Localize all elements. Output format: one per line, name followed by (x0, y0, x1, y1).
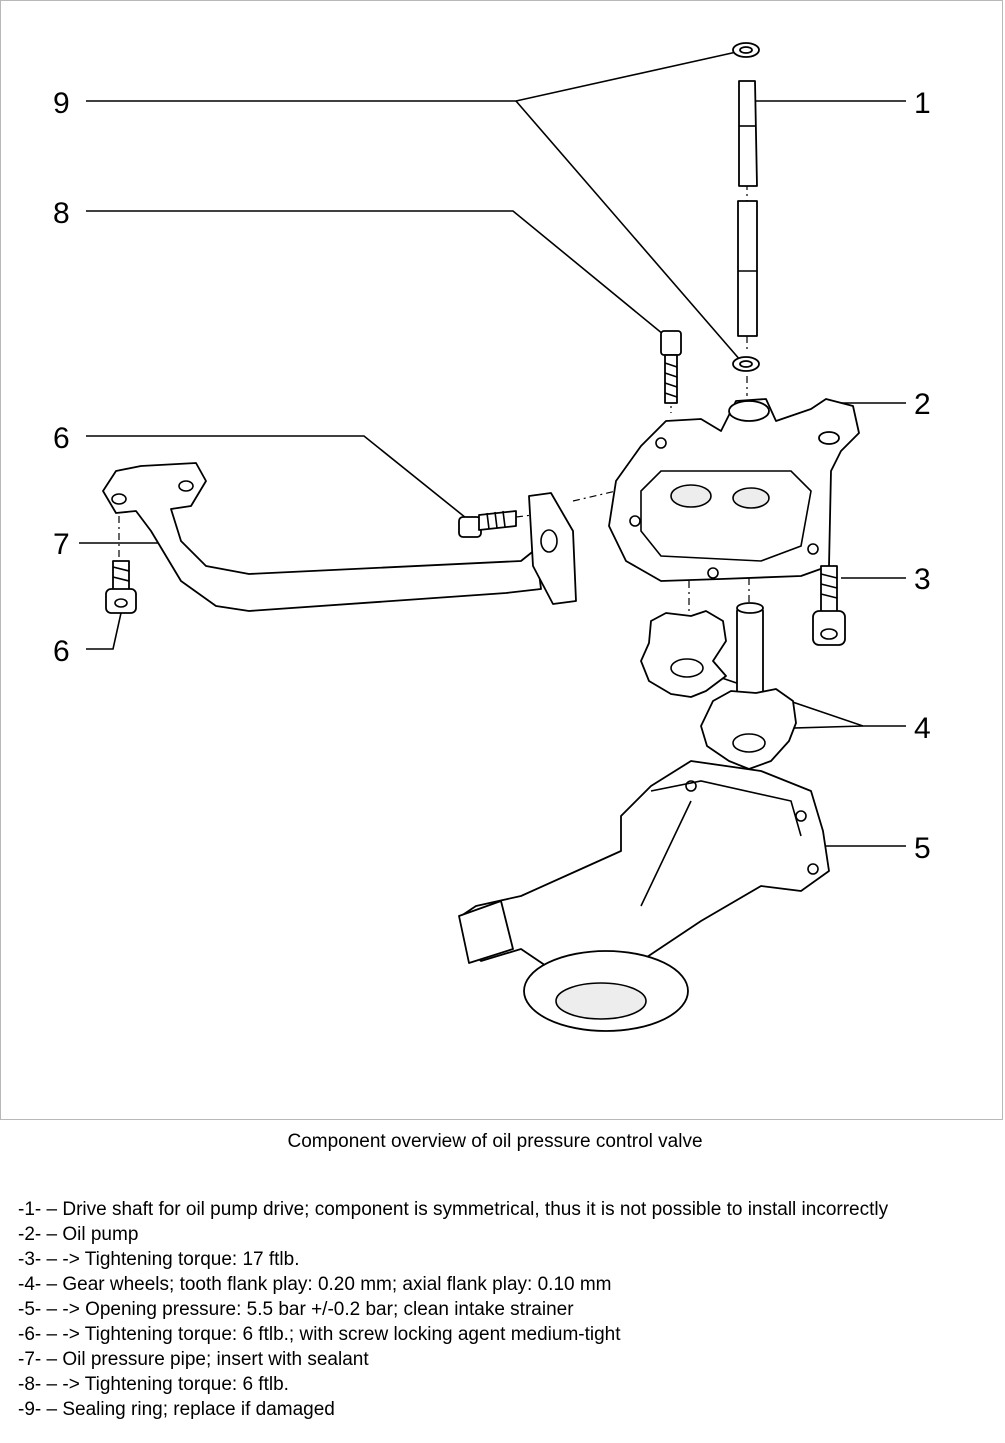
gear-shaft (736, 602, 764, 704)
legend-item: -5- – -> Opening pressure: 5.5 bar +/-0.… (18, 1297, 888, 1322)
callout-2: 2 (914, 388, 931, 421)
legend-id: -5- (18, 1299, 42, 1320)
valve-housing (458, 760, 830, 1032)
legend-text: – -> Opening pressure: 5.5 bar +/-0.2 ba… (46, 1299, 574, 1320)
legend-item: -2- – Oil pump (18, 1222, 888, 1247)
callout-4: 4 (914, 712, 931, 745)
bolt-6-vertical (105, 560, 137, 614)
gear-wheel-upper (640, 610, 727, 698)
legend-id: -1- (18, 1199, 42, 1220)
exploded-view-drawing: 9 8 6 7 6 1 2 3 4 5 (53, 42, 931, 1032)
legend-text: – Oil pressure pipe; insert with sealant (46, 1349, 369, 1370)
legend-id: -7- (18, 1349, 42, 1370)
legend-text: – -> Tightening torque: 6 ftlb. (46, 1374, 289, 1395)
legend-item: -9- – Sealing ring; replace if damaged (18, 1397, 888, 1422)
diagram-frame: 9 8 6 7 6 1 2 3 4 5 (0, 0, 1003, 1120)
legend-text: – Sealing ring; replace if damaged (46, 1399, 335, 1420)
parts-legend: -1- – Drive shaft for oil pump drive; co… (18, 1197, 888, 1422)
legend-item: -1- – Drive shaft for oil pump drive; co… (18, 1197, 888, 1222)
bolt-8 (660, 330, 682, 404)
legend-item: -6- – -> Tightening torque: 6 ftlb.; wit… (18, 1322, 888, 1347)
legend-id: -2- (18, 1224, 42, 1245)
callout-5: 5 (914, 832, 931, 865)
legend-id: -8- (18, 1374, 42, 1395)
leader-lines (79, 50, 906, 847)
callout-8: 8 (53, 197, 70, 230)
legend-id: -3- (18, 1249, 42, 1270)
bolt-6-horizontal (458, 510, 517, 538)
bolt-3 (812, 565, 846, 646)
callout-1: 1 (914, 87, 931, 120)
legend-text: – Oil pump (46, 1224, 139, 1245)
gear-wheel-lower (700, 688, 797, 770)
drive-shaft (737, 80, 758, 337)
figure-caption: Component overview of oil pressure contr… (287, 1131, 703, 1152)
callout-numbers: 9 8 6 7 6 1 2 3 4 5 (53, 87, 931, 865)
oil-pump-body (608, 398, 860, 582)
legend-id: -4- (18, 1274, 42, 1295)
legend-text: – Gear wheels; tooth flank play: 0.20 mm… (46, 1274, 612, 1295)
oil-pressure-pipe (102, 462, 577, 612)
sealing-ring-upper (732, 42, 760, 58)
legend-item: -8- – -> Tightening torque: 6 ftlb. (18, 1372, 888, 1397)
legend-text: – -> Tightening torque: 17 ftlb. (46, 1249, 300, 1270)
sealing-ring-lower (732, 356, 760, 372)
callout-9: 9 (53, 87, 70, 120)
callout-3: 3 (914, 563, 931, 596)
legend-item: -4- – Gear wheels; tooth flank play: 0.2… (18, 1272, 888, 1297)
legend-id: -6- (18, 1324, 42, 1345)
legend-text: – Drive shaft for oil pump drive; compon… (46, 1199, 889, 1220)
legend-item: -3- – -> Tightening torque: 17 ftlb. (18, 1247, 888, 1272)
legend-item: -7- – Oil pressure pipe; insert with sea… (18, 1347, 888, 1372)
callout-6-upper: 6 (53, 422, 70, 455)
callout-6-lower: 6 (53, 635, 70, 668)
legend-text: – -> Tightening torque: 6 ftlb.; with sc… (46, 1324, 621, 1345)
callout-7: 7 (53, 528, 70, 561)
legend-id: -9- (18, 1399, 42, 1420)
